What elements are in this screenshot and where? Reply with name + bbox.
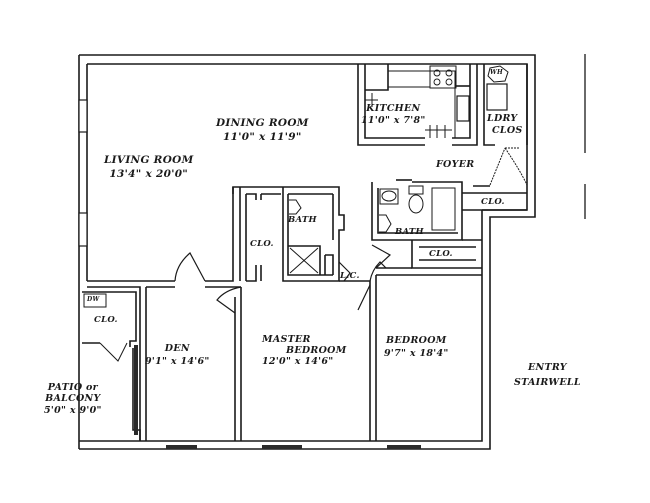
den-window [166, 445, 197, 449]
laundry-walls [483, 64, 495, 146]
living-bottom-wall-2 [87, 286, 141, 441]
bath2-door-swing [371, 244, 392, 269]
bath1-label: BATH [288, 215, 317, 225]
master-line1: MASTER [262, 334, 311, 345]
side-windows [78, 99, 88, 247]
living-window-2 [78, 212, 88, 247]
living-room-name: LIVING ROOM [104, 154, 194, 166]
hall-closet-label: CLO. [250, 239, 274, 249]
exterior-wall-outer [79, 54, 536, 152]
kitchen-name: KITCHEN [366, 103, 421, 114]
laundry-closet-label: LDRY CLOS [487, 114, 523, 135]
living-room-label: LIVING ROOM 13'4" x 20'0" [104, 155, 194, 179]
patio-balcony-label: PATIO or BALCONY 5'0" x 9'0" [44, 383, 102, 416]
patio-slider [134, 345, 138, 435]
dining-room-name: DINING ROOM [216, 117, 309, 129]
master-bedroom-label: MASTER BEDROOM 12'0" x 14'6" [262, 335, 347, 367]
dining-room-dims: 11'0" x 11'9" [223, 130, 302, 143]
kitchen-label: KITCHEN 11'0" x 7'8" [361, 104, 426, 125]
kitchen-walls [357, 64, 425, 146]
patio-dims: 5'0" x 9'0" [44, 405, 102, 416]
bedroom-label: BEDROOM 9'7" x 18'4" [384, 336, 449, 358]
walls [78, 54, 536, 450]
bath1-walls [281, 186, 345, 282]
washer-dryer-glyph: DW [87, 296, 100, 303]
bath2-label: BATH [395, 227, 424, 237]
laundry-line1: LDRY [487, 113, 518, 124]
master-dims: 12'0" x 14'6" [262, 356, 334, 367]
door-swings [174, 199, 392, 314]
den-label: DEN 9'1" x 14'6" [145, 344, 210, 366]
patio-closet-walls [82, 291, 137, 347]
bedroom-door-swing [357, 261, 387, 311]
lc-door-swing [338, 261, 351, 282]
bath1-tub-fan [289, 199, 302, 215]
bedroom-window [387, 445, 421, 449]
den-door-swing [174, 252, 206, 282]
laundry-line2: CLOS [492, 124, 523, 136]
water-heater-glyph: WH [490, 69, 504, 76]
den-dims: 9'1" x 14'6" [145, 355, 210, 367]
patio-line2: BALCONY [45, 392, 101, 404]
master-door-swing [216, 286, 242, 314]
entry-line1: ENTRY [528, 362, 567, 373]
foyer-label: FOYER [436, 159, 475, 170]
master-line2: BEDROOM [286, 344, 347, 356]
linen-closet-label: L.C. [340, 271, 360, 281]
patio-line1: PATIO or [47, 382, 98, 393]
dining-room-label: DINING ROOM 11'0" x 11'9" [216, 118, 309, 142]
master-window [262, 445, 302, 449]
bottom-wall-outer [79, 185, 536, 450]
living-window-1 [78, 99, 88, 133]
bedroom-closet-label: CLO. [429, 249, 453, 259]
den-name: DEN [164, 343, 190, 354]
bedroom-name: BEDROOM [386, 335, 447, 346]
patio-closet-label: CLO. [94, 315, 118, 325]
bottom-wall-inner [79, 210, 483, 442]
entry-line2: STAIRWELL [514, 376, 581, 388]
living-room-dims: 13'4" x 20'0" [109, 167, 189, 180]
windows [134, 345, 421, 449]
kitchen-dims: 11'0" x 7'8" [361, 114, 426, 126]
entry-stairwell-label: ENTRY STAIRWELL [514, 363, 581, 387]
foyer-closet-label: CLO. [481, 197, 505, 207]
bedroom-dims: 9'7" x 18'4" [384, 347, 449, 359]
